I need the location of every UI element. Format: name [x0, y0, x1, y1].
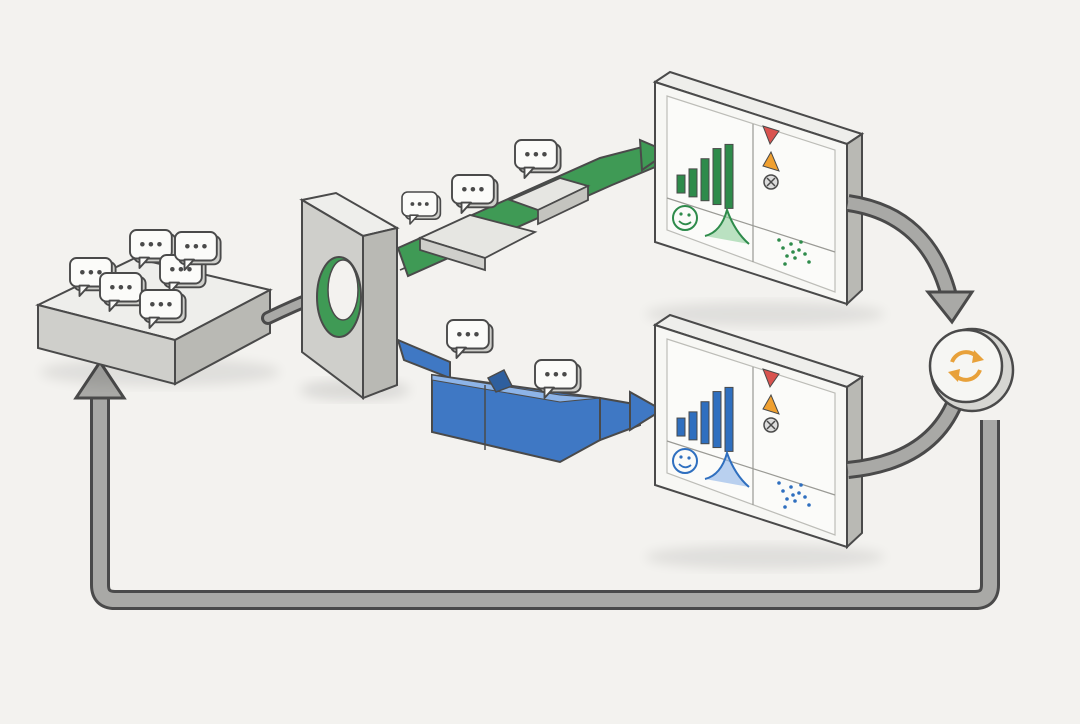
- speech-bubble-icon: [139, 289, 187, 329]
- refresh-node: [928, 327, 1015, 413]
- speech-bubble-icon: [514, 139, 562, 179]
- red-triangle-icon: [762, 125, 780, 146]
- pool-messages: [69, 229, 222, 329]
- x-circle-icon: [763, 174, 779, 190]
- smiley-icon: [672, 205, 698, 231]
- scatter-dots-icon: [777, 238, 811, 266]
- splitter-block: [299, 191, 410, 401]
- speech-bubble-icon: [534, 359, 582, 399]
- bar-chart-icon: [676, 386, 734, 452]
- scatter-dots-icon: [777, 481, 811, 509]
- blue-dashboard-to-refresh-arrow: [847, 398, 964, 479]
- bell-curve-icon: [704, 206, 750, 245]
- speech-bubble-icon: [401, 191, 442, 225]
- red-triangle-icon: [762, 368, 780, 389]
- speech-bubble-icon: [451, 174, 499, 214]
- speech-bubble-icon: [446, 319, 494, 359]
- green-dashboard: [645, 70, 885, 326]
- speech-bubble-icon: [174, 231, 222, 271]
- warning-triangle-icon: [762, 393, 780, 415]
- blue-branch-messages: [446, 319, 582, 399]
- blue-branch: [396, 319, 664, 464]
- x-circle-icon: [763, 417, 779, 433]
- blue-arrowhead: [629, 390, 664, 432]
- speech-bubble-icon: [99, 272, 147, 312]
- smiley-icon: [672, 448, 698, 474]
- refresh-icon: [948, 350, 984, 382]
- green-branch: [396, 138, 671, 278]
- bar-chart-icon: [676, 143, 734, 209]
- warning-triangle-icon: [762, 150, 780, 172]
- message-pool-platform: [35, 229, 280, 386]
- green-branch-messages: [401, 139, 562, 225]
- green-dashboard-to-refresh-arrow: [846, 194, 975, 325]
- blue-dashboard: [645, 313, 885, 569]
- bell-curve-icon: [704, 449, 750, 488]
